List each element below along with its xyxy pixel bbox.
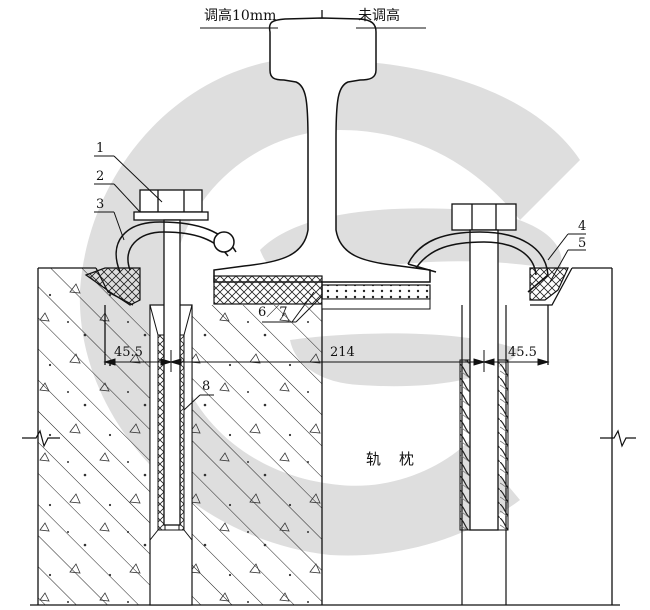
- clip-left: [115, 221, 237, 273]
- header-adjusted-10mm: 调高10mm: [204, 8, 277, 24]
- callout-3: 3: [96, 197, 105, 212]
- clip-right: [407, 231, 549, 293]
- break-line-right: [600, 429, 636, 448]
- bolt-right: [451, 203, 517, 531]
- dimension-lines: [103, 350, 550, 372]
- callout-leaders: [94, 155, 586, 411]
- rail-pad-left: [213, 275, 323, 305]
- callout-2: 2: [96, 169, 105, 184]
- guide-plate-left: [84, 267, 141, 306]
- callout-1: 1: [96, 141, 105, 156]
- guide-plate-right: [529, 267, 569, 301]
- sleeper-concrete-left: [38, 268, 322, 605]
- callout-5: 5: [578, 236, 587, 251]
- rail: [213, 17, 431, 283]
- callout-8: 8: [202, 379, 211, 394]
- header-not-adjusted: 未调高: [358, 8, 400, 24]
- callout-6-7: 6／7: [258, 305, 288, 320]
- callout-4: 4: [578, 219, 587, 234]
- dimension-center: 214: [330, 345, 355, 360]
- dimension-left: 45.5: [114, 345, 143, 360]
- break-line-left: [22, 429, 60, 448]
- dimension-right: 45.5: [508, 345, 537, 360]
- sleeper-label: 轨枕: [366, 450, 433, 468]
- rail-pad-right: [321, 284, 431, 310]
